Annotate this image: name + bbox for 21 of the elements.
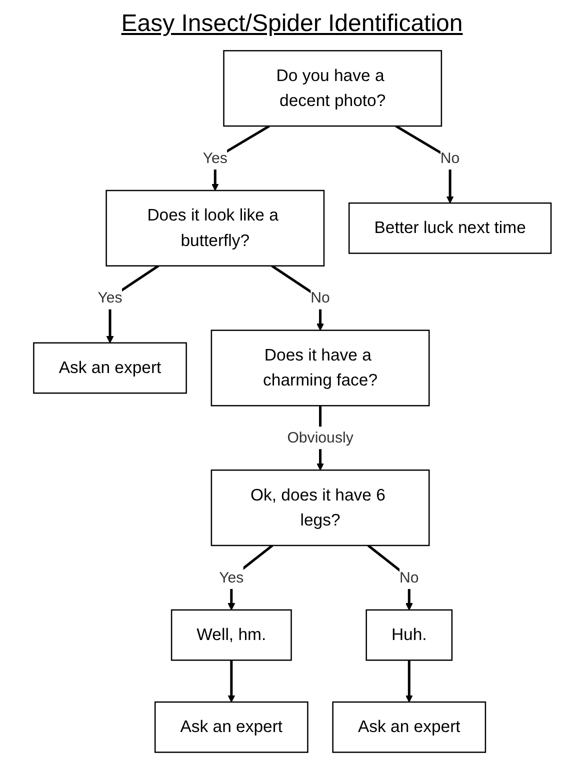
diagram-title: Easy Insect/Spider Identification xyxy=(120,10,464,38)
node-box: Does it have a charming face? xyxy=(210,330,430,406)
node-box: Ask an expert xyxy=(332,701,486,753)
arrow xyxy=(394,124,454,204)
edge-label: Yes xyxy=(202,149,228,166)
arrow xyxy=(405,660,412,702)
node-box: Does it look like a butterfly? xyxy=(105,190,324,266)
edge-label: No xyxy=(310,289,330,306)
node-box: Ask an expert xyxy=(154,701,308,753)
node-box: Better luck next time xyxy=(348,202,552,254)
edge-label: Yes xyxy=(97,289,122,306)
node-box: Well, hm. xyxy=(170,609,292,661)
node-box: Huh. xyxy=(365,609,452,661)
node-box: Do you have a decent photo? xyxy=(222,50,442,127)
edge-label: No xyxy=(399,568,418,586)
edge-label: Yes xyxy=(218,568,244,586)
node-box: Ok, does it have 6 legs? xyxy=(210,470,430,546)
arrow xyxy=(227,660,235,702)
node-box: Ask an expert xyxy=(32,342,187,394)
edge-label: No xyxy=(440,149,460,166)
edge-label: Obviously xyxy=(286,429,353,446)
